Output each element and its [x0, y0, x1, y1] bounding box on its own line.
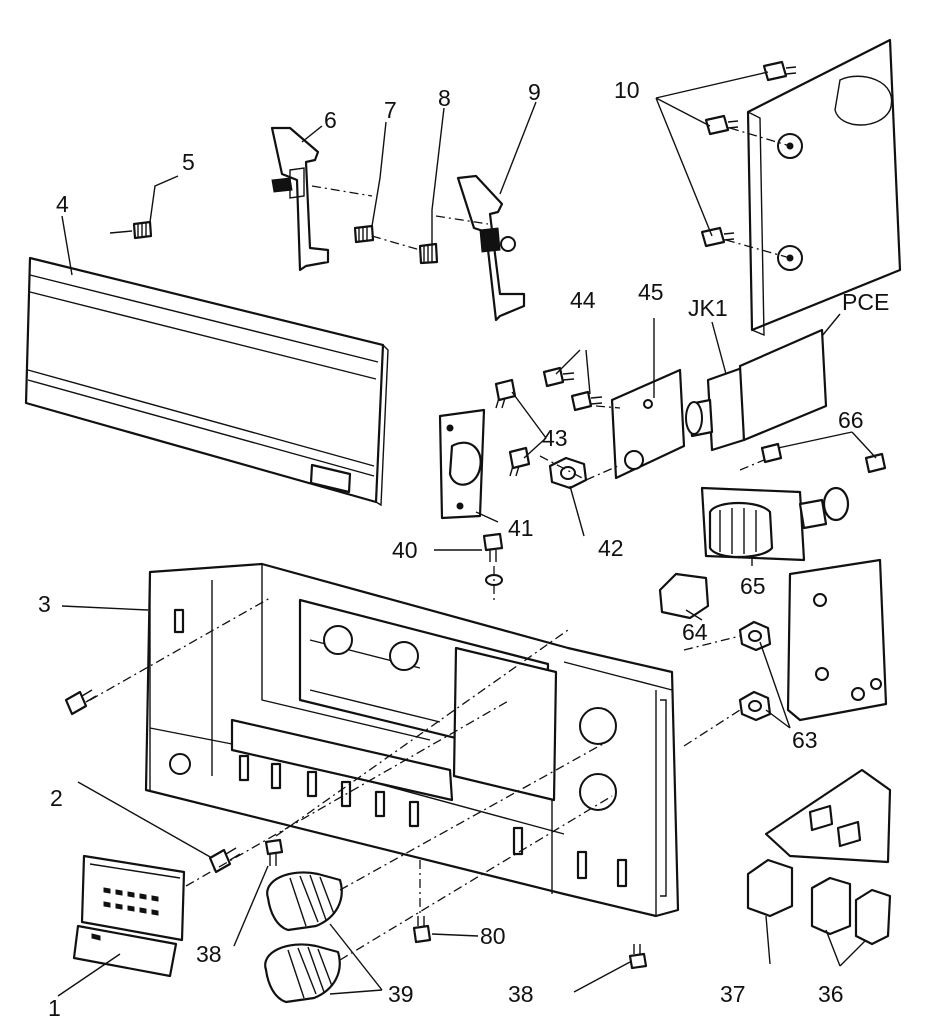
label-7: 7	[384, 97, 397, 123]
chassis-upper-right	[725, 38, 902, 337]
part-80-screw	[412, 860, 432, 944]
part-36-buttons	[810, 876, 892, 946]
part-4-front-cover	[24, 256, 389, 507]
part-8-spring	[418, 242, 439, 265]
label-45: 45	[638, 279, 664, 305]
label-36: 36	[818, 981, 844, 1007]
part-40-screw	[482, 532, 504, 600]
label-10: 10	[614, 77, 640, 103]
part-42-nut	[548, 456, 588, 490]
label-44: 44	[570, 287, 596, 313]
part-1-display-window	[72, 854, 186, 978]
lower-right-pcb	[764, 768, 892, 864]
part-9-lever	[456, 174, 526, 322]
label-64: 64	[682, 619, 708, 645]
part-66-screws	[760, 442, 887, 474]
part-labels: 4 5 6 7 8 9 10 44 45 JK1 PCE 66 43 41 42…	[38, 77, 889, 1021]
part-7-spring	[353, 224, 375, 244]
label-jk1: JK1	[688, 295, 728, 321]
label-40: 40	[392, 537, 418, 563]
part-44-screws	[542, 366, 603, 412]
label-37: 37	[720, 981, 746, 1007]
label-4: 4	[56, 191, 69, 217]
label-1: 1	[48, 995, 61, 1021]
label-80: 80	[480, 923, 506, 949]
label-38-left: 38	[196, 941, 222, 967]
label-38-right: 38	[508, 981, 534, 1007]
leader-lines	[57, 71, 877, 997]
label-65: 65	[740, 573, 766, 599]
part-43-screws	[494, 378, 531, 477]
label-41: 41	[508, 515, 534, 541]
label-8: 8	[438, 85, 451, 111]
label-39: 39	[388, 981, 414, 1007]
label-66: 66	[838, 407, 864, 433]
label-6: 6	[324, 107, 337, 133]
label-63: 63	[792, 727, 818, 753]
label-3: 3	[38, 591, 51, 617]
part-6-lever	[270, 126, 330, 272]
alignment-lines	[89, 185, 765, 961]
part-39-knobs	[264, 871, 343, 1004]
label-pcb: PCE	[842, 289, 889, 315]
pcb-board	[738, 328, 828, 442]
part-38-screws	[264, 838, 648, 970]
jk1-jack	[685, 366, 746, 452]
chassis-right-block	[786, 558, 888, 722]
part-65-switch-assembly	[700, 486, 850, 562]
label-9: 9	[528, 79, 541, 105]
part-45-bracket	[610, 368, 686, 480]
part-41-holder	[438, 408, 486, 520]
part-63-nuts	[738, 620, 772, 722]
part-64-connector	[658, 572, 710, 620]
part-37-button	[746, 858, 794, 918]
label-5: 5	[182, 149, 195, 175]
label-43: 43	[542, 425, 568, 451]
label-2: 2	[50, 785, 63, 811]
part-10-screws	[700, 60, 797, 248]
label-42: 42	[598, 535, 624, 561]
part-5-spring	[109, 220, 153, 240]
